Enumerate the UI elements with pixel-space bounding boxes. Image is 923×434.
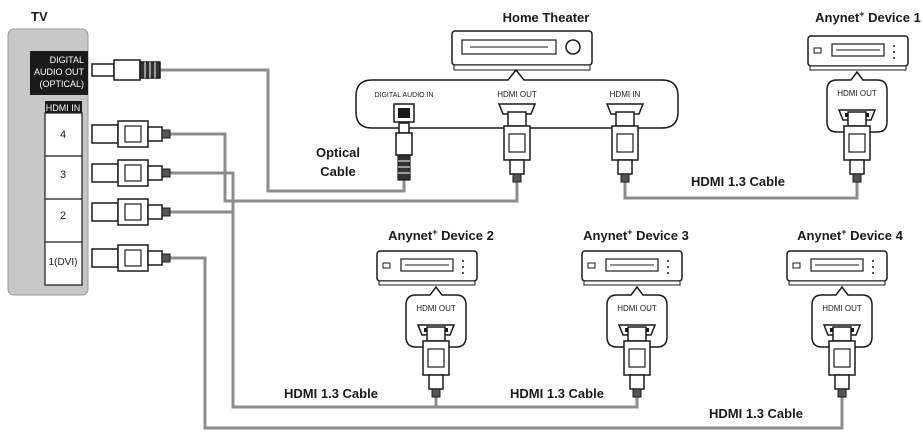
tv-hdmi-port-2: 2	[60, 210, 66, 222]
device-1-port-label: HDMI OUT	[837, 89, 877, 98]
hdmi-cable-label-device-4: HDMI 1.3 Cable	[709, 406, 803, 421]
optical-plug-home-theater	[395, 122, 413, 181]
home-theater-unit	[451, 30, 593, 71]
device-3-title: Anynet+ Device 3	[583, 227, 689, 243]
tv-hdmi-port-1-dvi: 1(DVI)	[49, 257, 78, 268]
home-theater-title: Home Theater	[503, 10, 590, 25]
hdmi-plug-tv-port-2	[91, 198, 171, 226]
home-theater-back-panel	[355, 68, 679, 129]
device-2-port-label: HDMI OUT	[416, 304, 456, 313]
hdmi-cable-label-device-1: HDMI 1.3 Cable	[691, 174, 785, 189]
device-1-unit	[807, 35, 909, 71]
ht-port-digital-audio-in-label: DIGITAL AUDIO IN	[374, 92, 433, 99]
tv-title: TV	[31, 9, 48, 24]
hdmi-plug-tv-port-1	[91, 244, 171, 272]
optical-cable-line	[160, 68, 406, 193]
ht-port-hdmi-in-label: HDMI IN	[610, 90, 641, 99]
hdmi-plug-device-4	[828, 326, 856, 398]
tv-optical-label-2: AUDIO OUT	[34, 67, 85, 77]
hdmi-cable-label-device-2: HDMI 1.3 Cable	[284, 386, 378, 401]
hdmi-plug-tv-port-4	[91, 120, 171, 148]
hdmi-cable-tv-to-device-3	[170, 171, 639, 409]
device-4-port-label: HDMI OUT	[822, 304, 862, 313]
cables	[160, 68, 859, 430]
tv-hdmi-in-header	[45, 101, 82, 113]
hdmi-cable-label-device-3: HDMI 1.3 Cable	[510, 386, 604, 401]
hdmi-cable-tv-to-home-theater	[170, 132, 519, 203]
device-4-unit	[786, 250, 888, 286]
tv-optical-label-3: (OPTICAL)	[39, 79, 84, 89]
device-3-port-label: HDMI OUT	[617, 304, 657, 313]
hdmi-plug-tv-port-3	[91, 159, 171, 187]
tv-hdmi-port-4: 4	[60, 129, 66, 141]
hdmi-plug-ht-out	[503, 111, 531, 183]
tv-optical-label-1: DIGITAL	[50, 55, 84, 65]
device-1-title: Anynet+ Device 1	[815, 9, 921, 25]
optical-cable-label-2: Cable	[320, 164, 355, 179]
hdmi-cable-home-theater-to-device-1	[623, 180, 859, 200]
optical-cable-label-1: Optical	[316, 145, 360, 160]
optical-plug-tv	[91, 59, 161, 81]
tv-hdmi-in-label: HDMI IN	[46, 103, 81, 113]
device-3-unit	[581, 250, 683, 286]
hdmi-plug-ht-in	[611, 111, 639, 183]
hdmi-plug-device-2	[422, 326, 450, 398]
hdmi-cable-tv-to-device-4	[170, 256, 844, 430]
ht-port-hdmi-out-label: HDMI OUT	[497, 90, 537, 99]
hdmi-cable-tv-to-device-2	[233, 395, 438, 409]
hdmi-plug-device-3	[623, 326, 651, 398]
device-4-title: Anynet+ Device 4	[797, 227, 903, 243]
tv-optical-port	[30, 51, 88, 95]
device-2-title: Anynet+ Device 2	[388, 227, 494, 243]
device-2-unit	[376, 250, 478, 286]
tv-hdmi-port-3: 3	[60, 169, 66, 181]
hdmi-plug-device-1	[843, 111, 871, 183]
